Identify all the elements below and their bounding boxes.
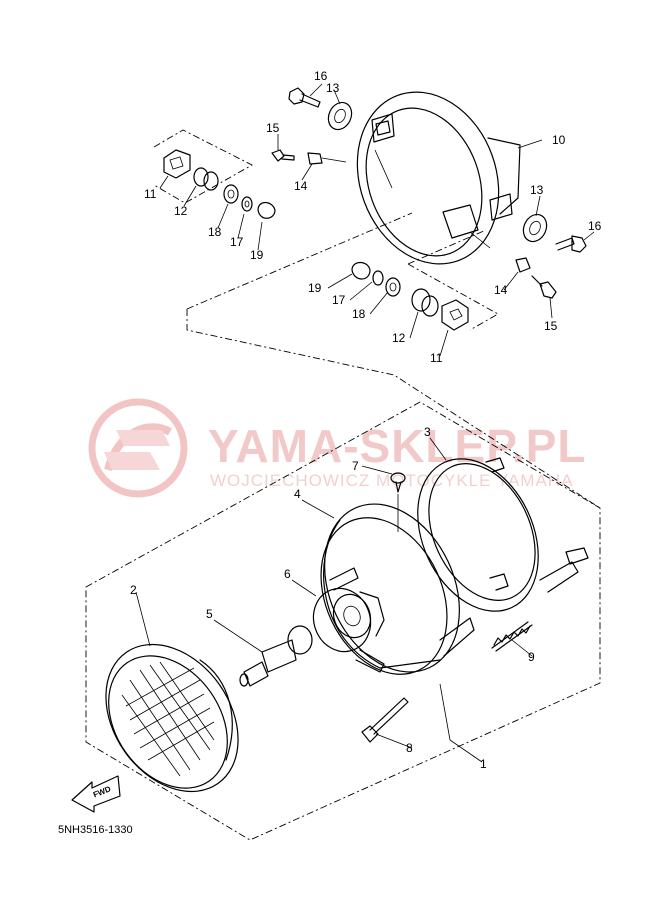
lock-washer-right [372, 270, 384, 286]
acorn-nut-right [351, 261, 371, 280]
washer-right [385, 277, 401, 297]
callout-4: 4 [294, 487, 301, 501]
rim-screw [390, 472, 406, 532]
callout-14-right: 14 [494, 283, 508, 297]
callout-11-top: 11 [144, 187, 157, 201]
callout-5: 5 [206, 607, 213, 621]
callout-14-top: 14 [294, 179, 308, 193]
callout-19-top: 19 [250, 248, 264, 262]
collar-14-left [307, 152, 347, 165]
adjusting-screw [361, 697, 409, 743]
collar-right [411, 288, 439, 317]
watermark-logo [88, 398, 188, 498]
grommet-13-right [522, 213, 548, 243]
assembly-outline [85, 401, 601, 841]
headlight-shell [320, 503, 475, 675]
bolt-15-right [531, 275, 557, 299]
callout-6: 6 [284, 567, 291, 581]
collar-left [193, 167, 219, 191]
acorn-nut-left [257, 201, 276, 219]
callout-17-right: 17 [332, 293, 346, 307]
grommet-13-left [327, 101, 353, 131]
headlight-lens [105, 643, 239, 793]
adjust-spring [491, 621, 533, 652]
headlight-rim [417, 457, 539, 612]
mount-bracket [539, 547, 589, 593]
callout-15-top: 15 [266, 121, 280, 135]
callout-15-right: 15 [544, 319, 558, 333]
callout-12-top: 12 [174, 204, 188, 218]
callout-16-top: 16 [314, 69, 328, 83]
callout-18-top: 18 [208, 225, 222, 239]
callout-2: 2 [130, 583, 137, 597]
callout-19-right: 19 [308, 281, 322, 295]
watermark-title: YAMA-SKLEP.PL [208, 420, 587, 472]
right-fasteners [515, 213, 587, 299]
callout-11-right: 11 [430, 351, 443, 365]
headlight-bulb [239, 625, 313, 687]
callout-13-top: 13 [326, 81, 340, 95]
watermark: YAMA-SKLEP.PL WOJCIECHOWICZ MOTOCYKLE YA… [88, 398, 587, 498]
callout-9: 9 [528, 650, 535, 664]
callout-12-right: 12 [392, 331, 406, 345]
callout-8: 8 [406, 741, 413, 755]
lock-washer-left [241, 196, 253, 212]
grommet-left [163, 149, 191, 179]
callout-18-right: 18 [352, 307, 366, 321]
callout-labels: 16 13 15 14 10 11 12 18 17 19 13 16 14 1… [130, 69, 602, 771]
leader-lines [135, 83, 595, 763]
washer-left [223, 184, 239, 204]
callout-3: 3 [424, 425, 431, 439]
callout-13-right: 13 [530, 183, 544, 197]
lens-pattern [121, 661, 215, 777]
callout-1: 1 [480, 757, 487, 771]
callout-17-top: 17 [230, 235, 244, 249]
housing-bracket [356, 91, 521, 265]
grommet-right [441, 299, 469, 331]
callout-16-right: 16 [588, 219, 602, 233]
upper-group-outline [153, 129, 601, 509]
fwd-arrow: FWD [71, 775, 121, 813]
left-bracket-hardware [163, 149, 276, 219]
diagram-code: 5NH3516-1330 [58, 824, 133, 836]
bolt-16-left [288, 87, 321, 108]
bulb-socket [312, 587, 385, 653]
bolt-16-right [555, 235, 587, 253]
right-bracket-hardware [351, 261, 469, 331]
upper-left-fasteners [271, 87, 353, 165]
callout-10: 10 [552, 133, 566, 147]
bolt-15-left [271, 149, 295, 162]
collar-14-right [515, 257, 531, 273]
callout-7: 7 [352, 459, 359, 473]
